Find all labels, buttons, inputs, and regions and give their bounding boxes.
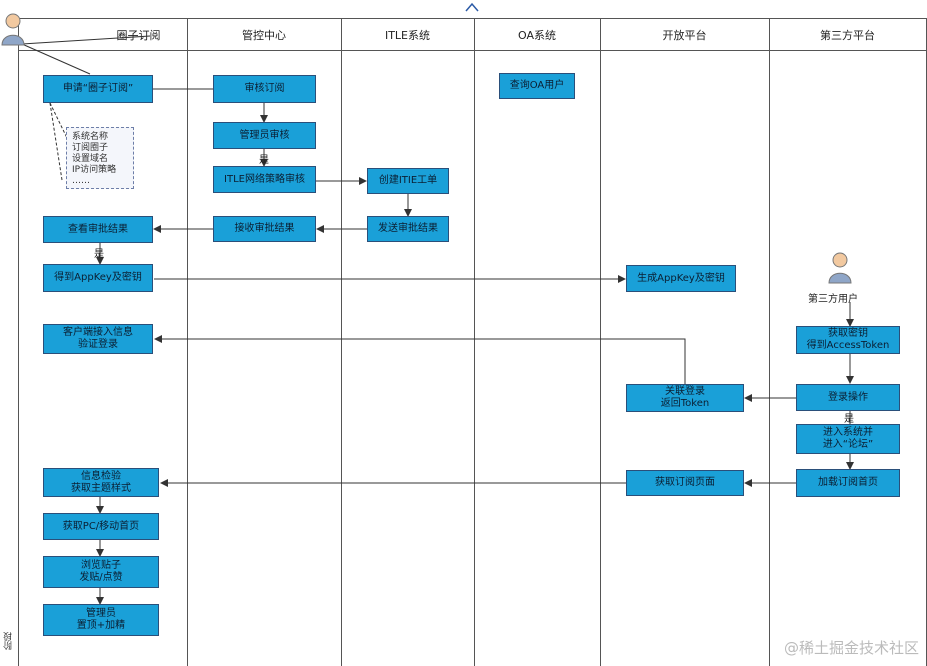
- yes-label: 是: [94, 249, 104, 260]
- header-bottom-line: [18, 50, 927, 51]
- load-subscription-home-box: 加载订阅首页: [796, 469, 900, 497]
- login-operation-box: 登录操作: [796, 384, 900, 411]
- get-appkey-box: 得到AppKey及密钥: [43, 264, 153, 292]
- apply-subscription-box: 申请“圈子订阅”: [43, 75, 153, 103]
- query-oa-user-box: 查询OA用户: [499, 73, 575, 99]
- view-result-box: 查看审批结果: [43, 216, 153, 243]
- lane-divider: [18, 18, 19, 666]
- person-icon: [1, 13, 25, 46]
- lane-header-control-center: 管控中心: [242, 29, 286, 42]
- itle-policy-review-box: ITLE网络策略审核: [213, 166, 316, 193]
- lane-divider: [187, 18, 188, 666]
- generate-appkey-box: 生成AppKey及密钥: [626, 265, 736, 292]
- lane-header-itle-system: ITLE系统: [384, 29, 431, 42]
- lane-header-circle-subscription: 圈子订阅: [116, 29, 161, 42]
- caret-up-icon: [465, 2, 479, 12]
- send-result-box: 发送审批结果: [367, 216, 449, 242]
- stage-label: 阶段: [4, 632, 14, 650]
- enter-forum-box: 进入系统并 进入“论坛”: [796, 424, 900, 454]
- bind-login-box: 关联登录 返回Token: [626, 384, 744, 412]
- lane-divider: [769, 18, 770, 666]
- watermark: @稀土掘金技术社区: [783, 639, 919, 657]
- receive-result-box: 接收审批结果: [213, 216, 316, 242]
- admin-pin-box: 管理员 置顶+加精: [43, 604, 159, 636]
- lane-divider: [474, 18, 475, 666]
- get-access-token-box: 获取密钥 得到AccessToken: [796, 326, 900, 354]
- review-subscription-box: 审核订阅: [213, 75, 316, 103]
- admin-review-box: 管理员审核: [213, 122, 316, 149]
- frame-top-line: [18, 18, 927, 19]
- client-login-box: 客户端接入信息 验证登录: [43, 324, 153, 354]
- get-home-page-box: 获取PC/移动首页: [43, 513, 159, 540]
- lane-divider: [341, 18, 342, 666]
- browse-posts-box: 浏览贴子 发贴/点赞: [43, 556, 159, 588]
- lane-header-third-party-platform: 第三方平台: [820, 29, 875, 42]
- third-party-user-label: 第三方用户: [808, 294, 858, 305]
- person-icon: [828, 252, 852, 284]
- lane-header-oa-system: OA系统: [518, 29, 556, 42]
- lane-divider: [600, 18, 601, 666]
- create-ticket-box: 创建ITIE工单: [367, 168, 449, 194]
- subscription-info-note: 系统名称 订阅圈子 设置域名 IP访问策略 ……: [66, 127, 134, 189]
- lane-header-open-platform: 开放平台: [662, 29, 707, 42]
- yes-label: 是: [259, 155, 269, 166]
- yes-label: 是: [844, 414, 854, 425]
- verify-theme-box: 信息检验 获取主题样式: [43, 468, 159, 497]
- get-subscription-page-box: 获取订阅页面: [626, 470, 744, 496]
